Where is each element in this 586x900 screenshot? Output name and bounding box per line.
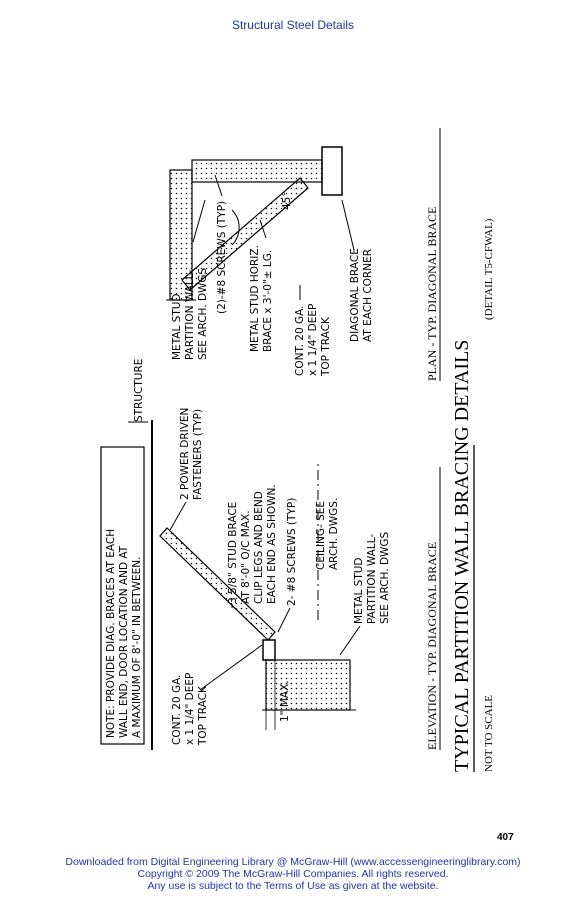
- plan-corner-leader: [341, 199, 355, 251]
- fasteners-line-2: FASTENERS (TYP): [192, 409, 204, 500]
- elevation-caption: ELEVATION - TYP. DIAGONAL BRACE: [425, 542, 439, 750]
- page-number: 407: [497, 832, 514, 843]
- footer: Downloaded from Digital Engineering Libr…: [0, 856, 586, 892]
- plan-partition-line-3: SEE ARCH. DWGS: [197, 267, 209, 360]
- plan-caption: PLAN - TYP. DIAGONAL BRACE: [425, 207, 439, 381]
- stud-brace-line-4: EACH END AS SHOWN.: [266, 484, 278, 604]
- screws-leader: [277, 607, 291, 633]
- plan-horiz-brace-line-1: METAL STUD HORIZ.: [249, 245, 261, 352]
- plan-screws-label: (2)-#8 SCREWS (TYP): [216, 201, 228, 314]
- elevation-partition-line-1: METAL STUD: [353, 557, 365, 624]
- footer-copyright: Copyright © 2009 The McGraw-Hill Compani…: [137, 868, 449, 880]
- note-line-1: NOTE: PROVIDE DIAG. BRACES AT EACH: [105, 529, 117, 738]
- scale-note: NOT TO SCALE: [483, 695, 495, 772]
- plan-horiz-brace-line-2: BRACE x 3'-0"± LG.: [262, 250, 274, 352]
- elevation-track-line-3: TOP TRACK: [197, 685, 209, 746]
- elevation-track-leader: [199, 644, 263, 691]
- angle-label: 45°: [281, 191, 293, 210]
- plan-corner-line-2: AT EACH CORNER: [362, 249, 374, 342]
- note-line-3: A MAXIMUM OF 8'-0" IN BETWEEN.: [131, 557, 143, 738]
- ceiling-line-2: ARCH. DWGS.: [328, 498, 340, 570]
- dimension-label: 1" MAX.: [279, 680, 291, 722]
- plan-track-line-1: CONT. 20 GA.: [294, 306, 306, 376]
- plan-partition-leader: [192, 199, 206, 243]
- stud-brace-line-3: CLIP LEGS AND BEND: [253, 491, 265, 604]
- footer-terms: Any use is subject to the Terms of Use a…: [147, 880, 439, 892]
- fasteners-leader: [169, 501, 187, 531]
- elevation-top-track: [262, 639, 276, 661]
- footer-download-link[interactable]: Downloaded from Digital Engineering Libr…: [65, 856, 521, 868]
- note-box: [100, 446, 145, 745]
- plan-partition-line-1: METAL STUD: [171, 293, 183, 360]
- stud-brace-line-2: AT 8'-0" O/C MAX.: [240, 510, 252, 604]
- elevation-track-line-2: x 1 1/4" DEEP: [184, 673, 196, 745]
- stud-brace-line-1: 3 5/8" STUD BRACE: [227, 502, 239, 604]
- angle-arc: [231, 209, 240, 246]
- elevation-partition-leader: [339, 625, 361, 656]
- plan-partition-wall: [191, 159, 323, 183]
- note-line-2: WALL END, DOOR LOCATION AND AT: [118, 545, 130, 738]
- detail-ref: (DETAIL T5-CFWAL): [483, 218, 495, 320]
- plan-screws-leader: [214, 174, 223, 197]
- plan-corner-stud: [321, 146, 343, 196]
- elevation-partition-line-3: SEE ARCH. DWGS: [379, 531, 391, 624]
- plan-diagonal-brace: [181, 177, 309, 291]
- elevation-screws-label: 2- #8 SCREWS (TYP): [286, 498, 298, 606]
- elevation-track-line-1: CONT. 20 GA.: [171, 675, 183, 745]
- diagonal-stud-brace: [159, 527, 276, 641]
- plan-horiz-brace-leader: [259, 219, 267, 239]
- plan-track-line-3: TOP TRACK: [320, 316, 332, 377]
- ceiling-line-1: CEILING- SEE: [315, 501, 327, 570]
- structure-label: STRUCTURE: [133, 359, 145, 422]
- plan-track-line-2: x 1 1/4" DEEP: [307, 304, 319, 376]
- plan-partition-line-2: PARTITION WALL-: [184, 270, 196, 360]
- elevation-partition-line-2: PARTITION WALL-: [366, 534, 378, 624]
- drawing-title: TYPICAL PARTITION WALL BRACING DETAILS: [451, 340, 473, 772]
- fasteners-line-1: 2 POWER DRIVEN: [179, 408, 191, 500]
- plan-corner-line-1: DIAGONAL BRACE: [349, 248, 361, 342]
- running-header: Structural Steel Details: [231, 18, 355, 32]
